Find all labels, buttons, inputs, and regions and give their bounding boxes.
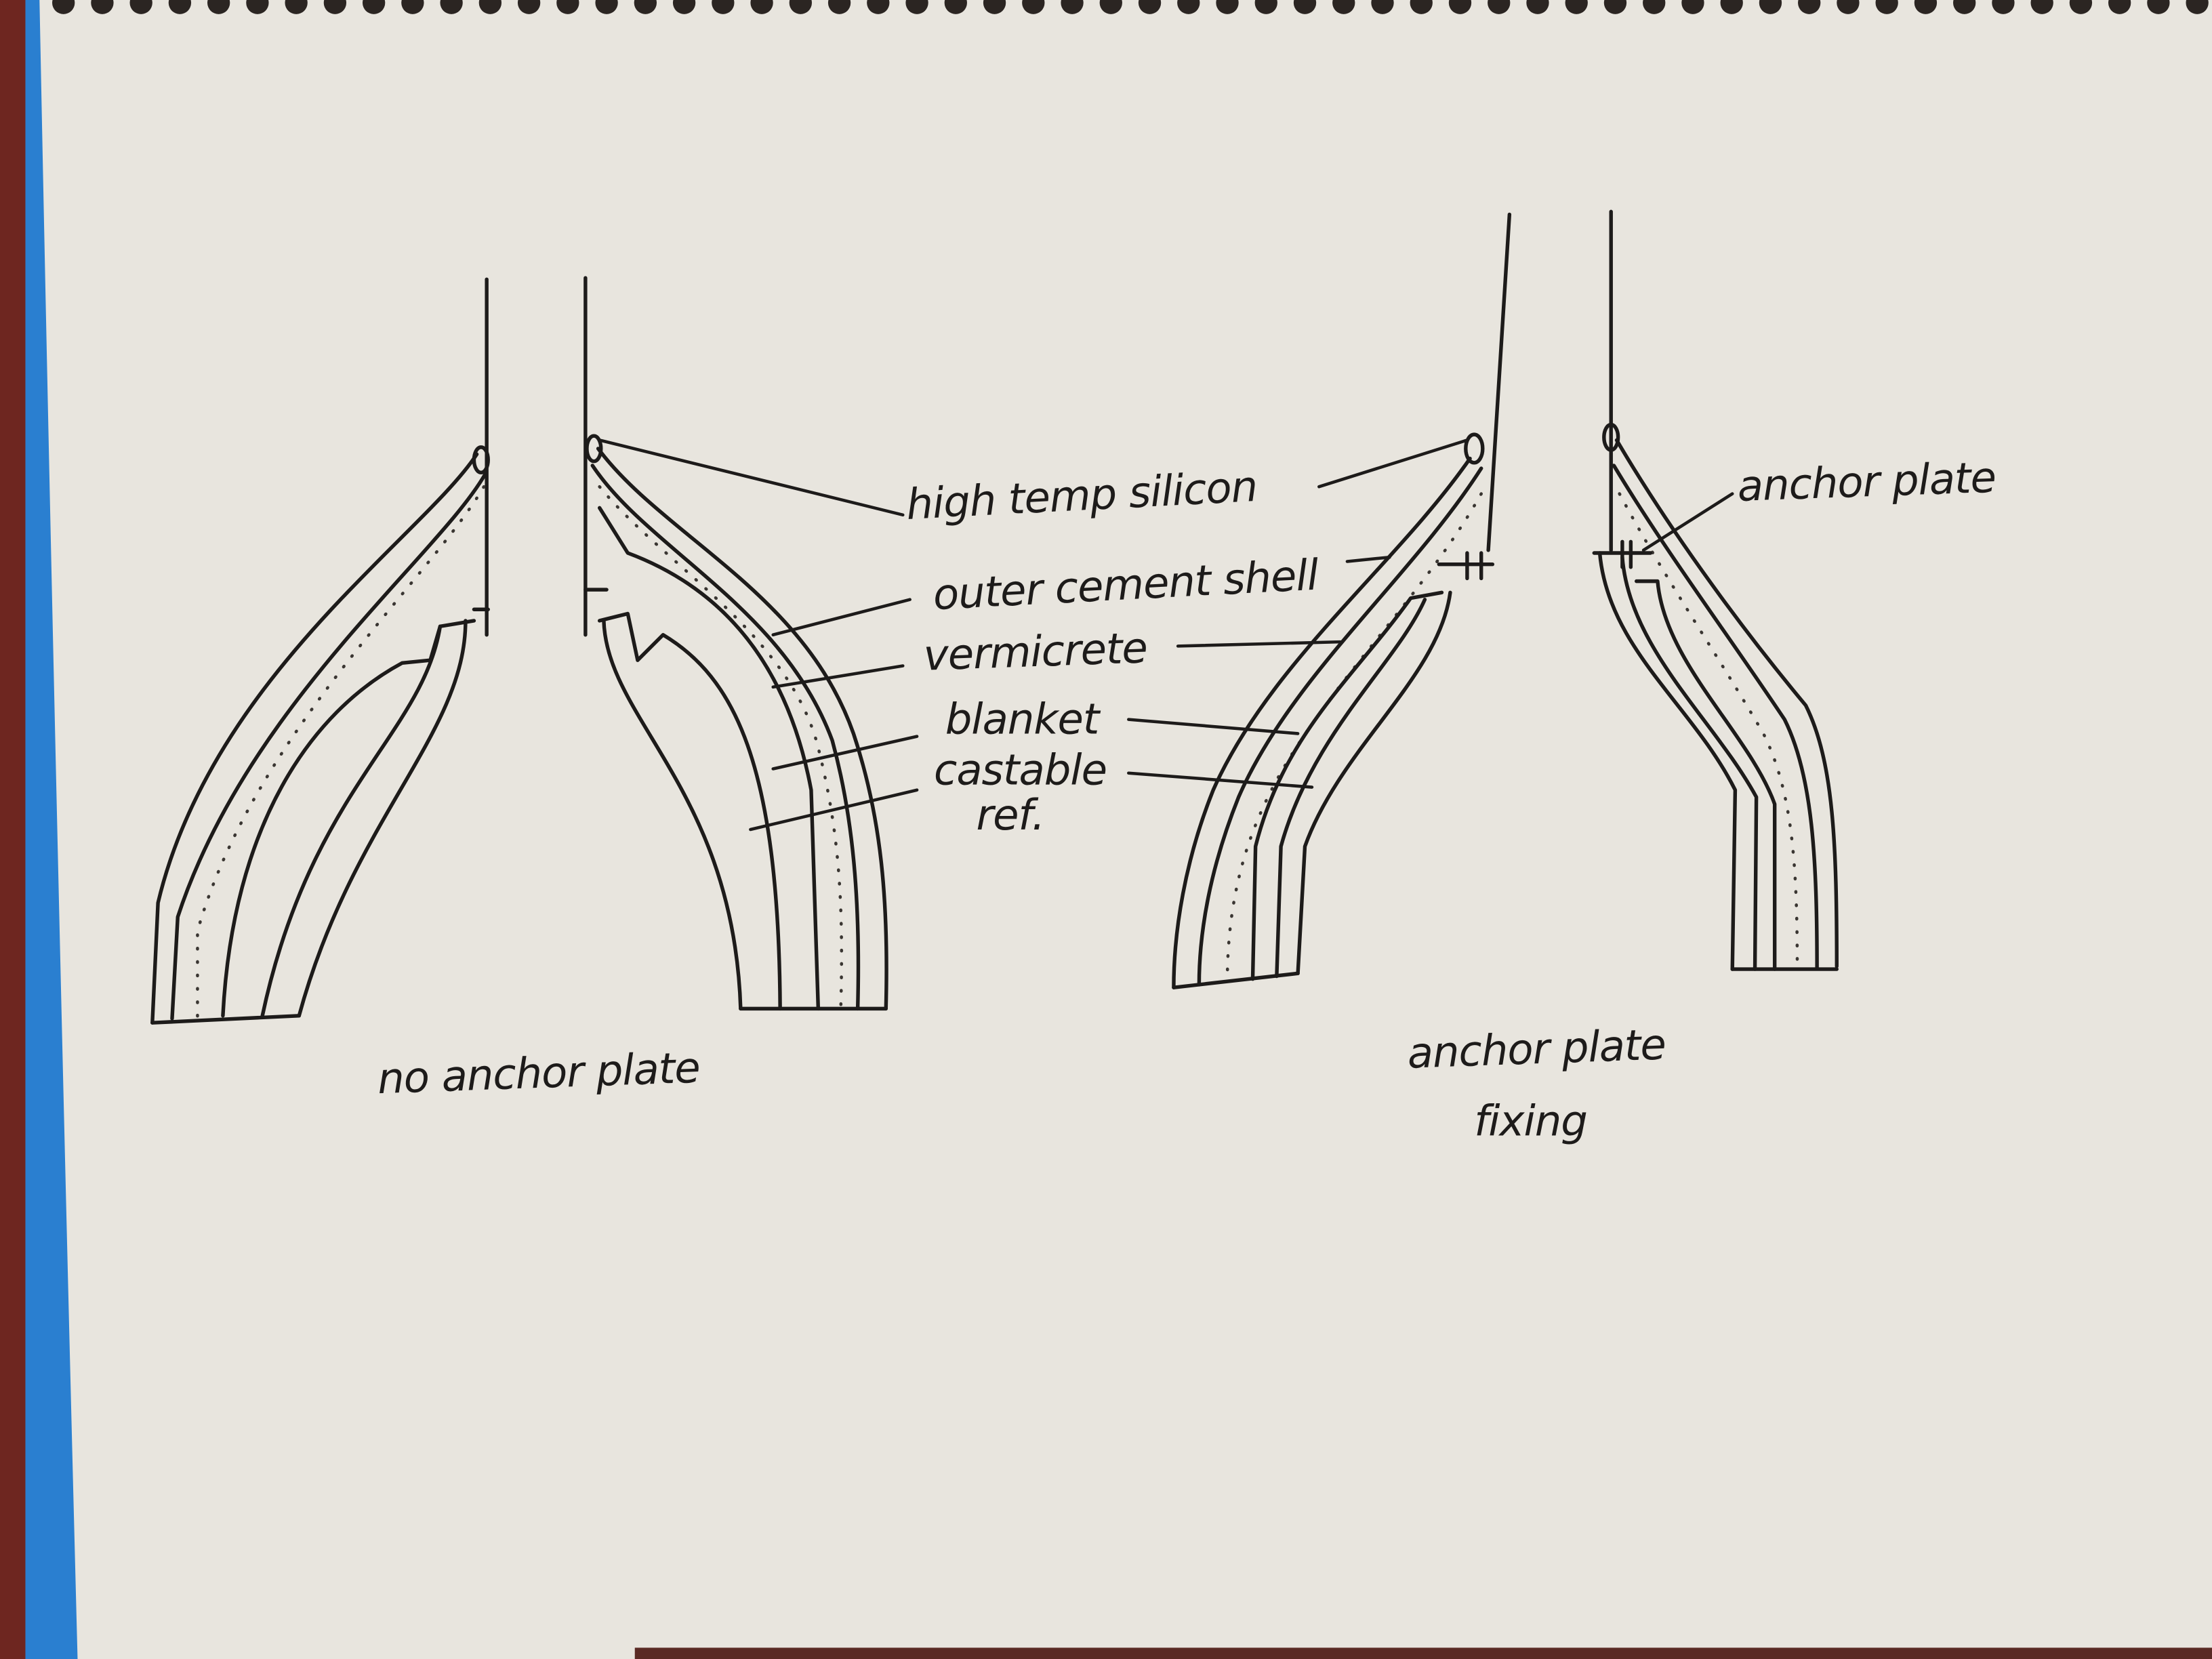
spiral-hole [595, 0, 618, 14]
spiral-hole [1254, 0, 1277, 14]
spiral-hole [1603, 0, 1627, 14]
spiral-hole [2147, 0, 2170, 14]
paper-sheet [39, 0, 2212, 1659]
label-blanket: blanket [945, 694, 1101, 743]
spiral-hole [207, 0, 230, 14]
spiral-hole [362, 0, 386, 14]
caption-anchor-plate: anchor plate [1406, 1020, 1666, 1078]
spiral-hole [1875, 0, 1898, 14]
spiral-hole [1410, 0, 1433, 14]
spiral-hole [2108, 0, 2131, 14]
spiral-hole [1759, 0, 1782, 14]
spiral-binding-holes [52, 0, 2209, 14]
drawing-anchor-plate-fixing [1172, 209, 1839, 989]
spiral-hole [1643, 0, 1666, 14]
spiral-hole [1371, 0, 1394, 14]
spiral-hole [1992, 0, 2015, 14]
spiral-hole [1720, 0, 1743, 14]
spiral-hole [1914, 0, 1938, 14]
caption-fixing: fixing [1474, 1097, 1587, 1146]
spiral-hole [556, 0, 579, 14]
spiral-hole [2069, 0, 2093, 14]
spiral-hole [517, 0, 541, 14]
spiral-hole [440, 0, 463, 14]
spiral-hole [827, 0, 851, 14]
spiral-hole [1448, 0, 1472, 14]
spiral-hole [712, 0, 735, 14]
spiral-hole [1798, 0, 1821, 14]
spiral-hole [1216, 0, 1239, 14]
spiral-hole [750, 0, 773, 14]
spiral-hole [1526, 0, 1549, 14]
spiral-hole [52, 0, 75, 14]
label-castable: castable [934, 745, 1107, 794]
spiral-hole [1177, 0, 1200, 14]
spiral-hole [129, 0, 152, 14]
spiral-hole [91, 0, 114, 14]
caption-no-anchor-plate: no anchor plate [377, 1043, 701, 1104]
spiral-hole [285, 0, 308, 14]
spiral-hole [1293, 0, 1317, 14]
spiral-hole [672, 0, 696, 14]
spiral-hole [1332, 0, 1355, 14]
spiral-hole [1953, 0, 1976, 14]
spiral-hole [168, 0, 192, 14]
spiral-hole [1022, 0, 1045, 14]
label-castable-ref: ref. [976, 790, 1044, 840]
spiral-hole [789, 0, 812, 14]
spiral-hole [401, 0, 424, 14]
spiral-hole [983, 0, 1006, 14]
spiral-hole [867, 0, 890, 14]
spiral-hole [246, 0, 269, 14]
spiral-hole [1681, 0, 1704, 14]
spiral-hole [2030, 0, 2053, 14]
spiral-hole [478, 0, 502, 14]
drawing-no-anchor-plate [150, 276, 888, 1025]
spiral-hole [2186, 0, 2209, 14]
spiral-hole [1565, 0, 1588, 14]
spiral-hole [1061, 0, 1084, 14]
spiral-hole [1138, 0, 1162, 14]
spiral-hole [634, 0, 657, 14]
spiral-hole [944, 0, 967, 14]
spiral-hole [905, 0, 928, 14]
spiral-hole [1099, 0, 1122, 14]
label-anchor-plate: anchor plate [1737, 453, 1996, 511]
label-vermicrete: vermicrete [922, 623, 1147, 680]
leader-lines [598, 438, 1734, 832]
spiral-hole [1488, 0, 1511, 14]
spiral-hole [1837, 0, 1860, 14]
spiral-hole [323, 0, 347, 14]
carpet-strip-bottom [634, 1647, 2212, 1659]
